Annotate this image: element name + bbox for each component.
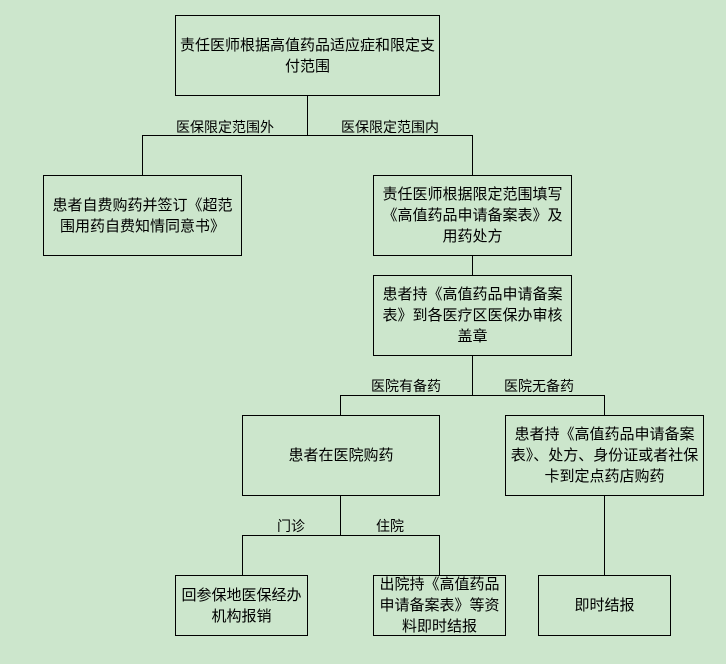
node-inpatient-result: 出院持《高值药品申请备案表》等资料即时结报	[373, 575, 506, 636]
node-out-of-scope: 患者自费购药并签订《超范围用药自费知情同意书》	[43, 175, 242, 256]
node-out-of-scope-text: 患者自费购药并签订《超范围用药自费知情同意书》	[52, 195, 233, 235]
node-pharmacy-result: 即时结报	[538, 575, 671, 636]
node-outpatient-result-text: 回参保地医保经办机构报销	[181, 585, 302, 625]
edge-label-has-stock: 医院有备药	[371, 379, 441, 395]
node-pharmacy-buy: 患者持《高值药品申请备案表》、处方、身份证或者社保卡到定点药店购药	[505, 415, 704, 496]
node-in-scope-text: 责任医师根据限定范围填写《高值药品申请备案表》及用药处方	[382, 185, 563, 245]
node-hospital-buy: 患者在医院购药	[242, 415, 440, 496]
node-stamp: 患者持《高值药品申请备案表》到各医疗区医保办审核盖章	[373, 275, 572, 356]
node-pharmacy-result-text: 即时结报	[574, 596, 635, 614]
connector-start-split	[142, 95, 473, 175]
node-inpatient-result-text: 出院持《高值药品申请备案表》等资料即时结报	[379, 575, 500, 635]
node-in-scope: 责任医师根据限定范围填写《高值药品申请备案表》及用药处方	[373, 175, 572, 256]
edge-label-inpatient: 住院	[376, 519, 404, 535]
edge-label-no-stock: 医院无备药	[504, 379, 574, 395]
node-start: 责任医师根据高值药品适应症和限定支付范围	[175, 15, 440, 96]
node-stamp-text: 患者持《高值药品申请备案表》到各医疗区医保办审核盖章	[382, 285, 563, 345]
edge-label-outpatient: 门诊	[277, 519, 305, 535]
node-outpatient-result: 回参保地医保经办机构报销	[175, 575, 308, 636]
edge-label-in-scope: 医保限定范围内	[341, 120, 439, 136]
connector-stamp-split	[340, 355, 605, 415]
node-start-text: 责任医师根据高值药品适应症和限定支付范围	[179, 35, 435, 75]
node-pharmacy-buy-text: 患者持《高值药品申请备案表》、处方、身份证或者社保卡到定点药店购药	[510, 425, 699, 485]
edge-label-out-of-scope: 医保限定范围外	[176, 120, 274, 136]
node-hospital-buy-text: 患者在医院购药	[288, 446, 394, 464]
connector-hospital-split	[242, 495, 440, 575]
